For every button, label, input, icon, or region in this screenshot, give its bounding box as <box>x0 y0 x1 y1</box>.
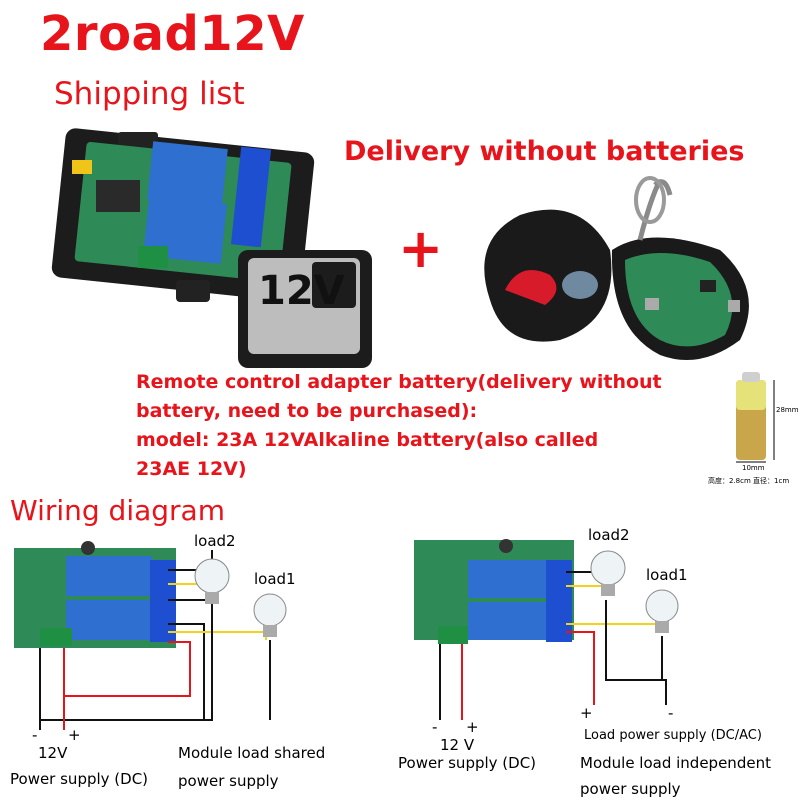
left-voltage-label: 12V <box>38 744 68 762</box>
battery-note-line2: battery, need to be purchased): <box>136 400 478 422</box>
left-plus-label: + <box>68 726 81 744</box>
page-subtitle: Shipping list <box>54 76 245 112</box>
left-wiring-diagram <box>14 541 287 730</box>
right-plus-label: + <box>466 718 479 736</box>
battery-note-line1: Remote control adapter battery(delivery … <box>136 371 662 393</box>
battery-note: Remote control adapter battery(delivery … <box>136 368 716 484</box>
left-minus-label: - <box>32 726 38 744</box>
adapter-icon <box>238 250 372 368</box>
battery-note-line4: 23AE 12V) <box>136 458 247 480</box>
battery-width-label: 10mm <box>742 464 765 472</box>
right-load1-label: load1 <box>646 566 688 584</box>
right-note-line1: Module load independent <box>580 754 771 772</box>
left-supply-label: Power supply (DC) <box>10 770 149 788</box>
right-load-supply-label: Load power supply (DC/AC) <box>584 728 762 743</box>
battery-caption: 高度：2.8cm 直径：1cm <box>708 477 790 485</box>
battery-height-label: 28mm <box>776 406 799 414</box>
right-load-plus-label: + <box>580 704 593 722</box>
battery-note-line3: model: 23A 12VAlkaline battery(also call… <box>136 429 599 451</box>
left-note-line1: Module load shared <box>178 744 326 762</box>
wiring-title: Wiring diagram <box>10 494 225 527</box>
right-load-minus-label: - <box>668 704 674 722</box>
remote-control-icon <box>484 176 749 360</box>
right-voltage-label: 12 V <box>440 736 475 754</box>
plus-sign: + <box>398 217 444 280</box>
page-title: 2road12V <box>40 6 305 62</box>
right-minus-label: - <box>432 718 438 736</box>
left-note-line2: power supply <box>178 772 279 790</box>
right-note-line2: power supply <box>580 780 681 798</box>
adapter-label: 12V <box>258 268 345 314</box>
left-load2-label: load2 <box>194 532 236 550</box>
right-wiring-diagram <box>414 539 679 720</box>
battery-icon <box>736 372 775 463</box>
left-load1-label: load1 <box>254 570 296 588</box>
right-load2-label: load2 <box>588 526 630 544</box>
right-supply-label: Power supply (DC) <box>398 754 537 772</box>
delivery-note: Delivery without batteries <box>344 136 745 167</box>
